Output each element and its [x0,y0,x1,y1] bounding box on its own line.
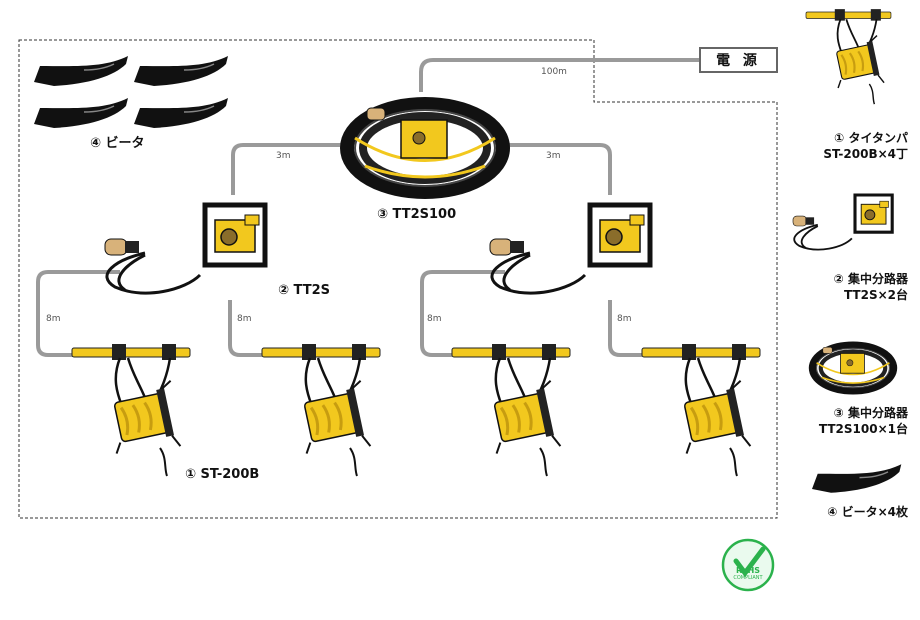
tt2s100-reel-image [347,104,503,192]
legend-item-3-line2: TT2S100×1台 [818,422,908,436]
cable-right-mid [505,143,612,195]
cable-length-main: 100m [541,67,567,77]
cable-mid-right [420,270,505,357]
cable-length-far-right: 8m [617,314,632,324]
legend-item-4-line1: ④ ビータ×4枚 [827,505,908,519]
cable-far-left [36,270,120,357]
rohs-title: RoHS [735,566,761,575]
label-beater: ④ ビータ [90,136,145,151]
tamper-image-3 [450,342,572,478]
rohs-badge [721,538,775,592]
label-tt2s: ② TT2S [278,283,330,298]
label-st200b: ① ST-200B [185,467,260,482]
cable-length-mid-left: 8m [237,314,252,324]
cable-left-mid [231,143,345,195]
tamper-image-4 [640,342,762,478]
legend-item-1-line2: ST-200B×4丁 [823,147,908,161]
legend-item-3: ③ 集中分路器 TT2S100×1台 [819,405,908,437]
tt2s-left-image [105,205,265,293]
legend-item-4: ④ ビータ×4枚 [827,504,908,520]
legend-item-2: ② 集中分路器 TT2S×2台 [834,271,908,303]
beater-image [133,97,229,129]
rohs-text: RoHS COMPLIANT [723,566,773,581]
cable-length-left-mid: 3m [276,151,291,161]
cable-main [419,58,699,92]
legend-item-1-line1: ① タイタンパ [834,131,908,145]
system-boundary [18,39,778,519]
power-source-box: 電 源 [699,47,778,73]
tamper-image-2 [260,342,382,478]
beater-image [133,55,229,87]
cable-length-mid-right: 8m [427,314,442,324]
legend-item-2-line2: TT2S×2台 [843,288,908,302]
cable-lines [36,58,699,357]
legend-item-1: ① タイタンパ ST-200B×4丁 [823,130,908,162]
cable-length-far-left: 8m [46,314,61,324]
beater-group [33,55,229,129]
cable-length-right-mid: 3m [546,151,561,161]
rohs-subtitle: COMPLIANT [733,575,763,581]
beater-image [33,97,129,129]
legend-item-2-line1: ② 集中分路器 [833,272,908,286]
tt2s-right-image [490,205,650,293]
beater-image [33,55,129,87]
tamper-image-1 [70,342,192,478]
cable-far-right [608,300,642,357]
legend-item-3-line1: ③ 集中分路器 [833,406,908,420]
label-tt2s100: ③ TT2S100 [377,207,457,222]
cable-mid-left [228,300,262,357]
